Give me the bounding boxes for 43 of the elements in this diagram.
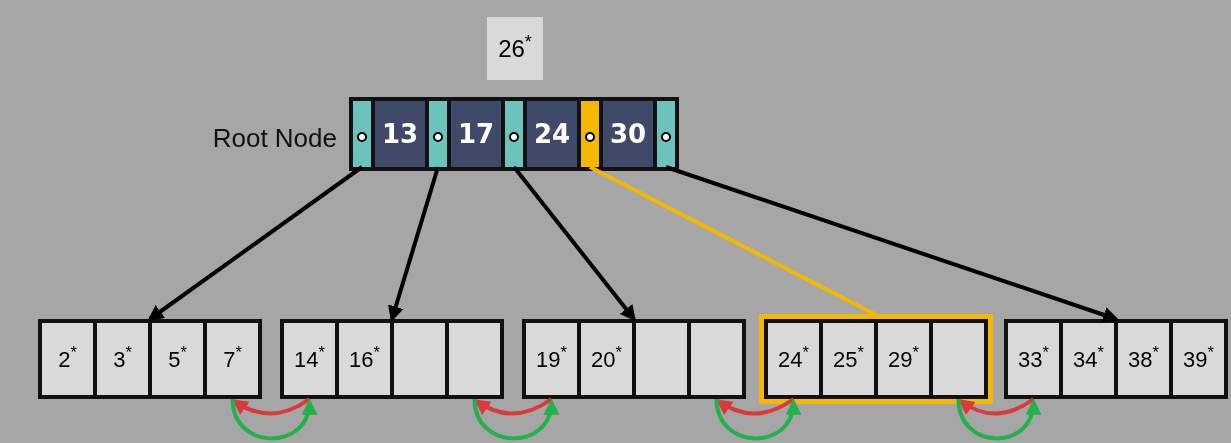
entry-cell: 24$^{*}$	[768, 323, 819, 395]
leaf-node	[280, 319, 504, 399]
leaf-node	[1004, 319, 1228, 399]
pointer-cell	[505, 101, 523, 167]
entry-cell: 19$^{*}$	[526, 323, 577, 395]
entry-cell: 25$^{*}$	[823, 323, 874, 395]
leaf-node	[522, 319, 746, 399]
entry-cell: 20$^{*}$	[581, 323, 632, 395]
entry-cell: 16$^{*}$	[339, 323, 390, 395]
empty-cell	[691, 323, 742, 395]
entry-cell: 29$^{*}$	[878, 323, 929, 395]
pointer-arrow	[388, 166, 440, 323]
link-arrow	[714, 398, 800, 441]
link-arrow	[956, 398, 1040, 441]
pointer-cell	[429, 101, 447, 167]
empty-cell	[933, 323, 984, 395]
link-arrow	[230, 398, 316, 441]
link-arrow	[472, 398, 558, 441]
pointer-cell	[581, 101, 599, 167]
key-cell: 13	[375, 101, 425, 167]
entry-cell: 39$^{*}$	[1173, 323, 1224, 395]
leaf-node	[38, 319, 262, 399]
entry-cell: 14$^{*}$	[284, 323, 335, 395]
empty-cell	[449, 323, 500, 395]
key-cell: 30	[603, 101, 653, 167]
pointer-arrow	[512, 165, 636, 322]
pointer-arrow	[147, 165, 364, 321]
empty-cell	[394, 323, 445, 395]
pointer-cell	[353, 101, 371, 167]
node-label: Root Node	[212, 122, 337, 155]
key-cell: 17	[451, 101, 501, 167]
entry-cell: 2$^{*}$	[42, 323, 93, 395]
entry-cell: 5$^{*}$	[152, 323, 203, 395]
empty-cell	[636, 323, 687, 395]
entry-cell: 34$^{*}$	[1063, 323, 1114, 395]
entry-cell: 33$^{*}$	[1008, 323, 1059, 395]
pointer-arrow	[665, 165, 1120, 323]
key-cell: 24	[527, 101, 577, 167]
entry-cell: 38$^{*}$	[1118, 323, 1169, 395]
pointer-cell	[657, 101, 675, 167]
key-box: 26$^{*}$	[487, 17, 543, 80]
entry-cell: 3$^{*}$	[97, 323, 148, 395]
entry-cell: 7$^{*}$	[207, 323, 258, 395]
